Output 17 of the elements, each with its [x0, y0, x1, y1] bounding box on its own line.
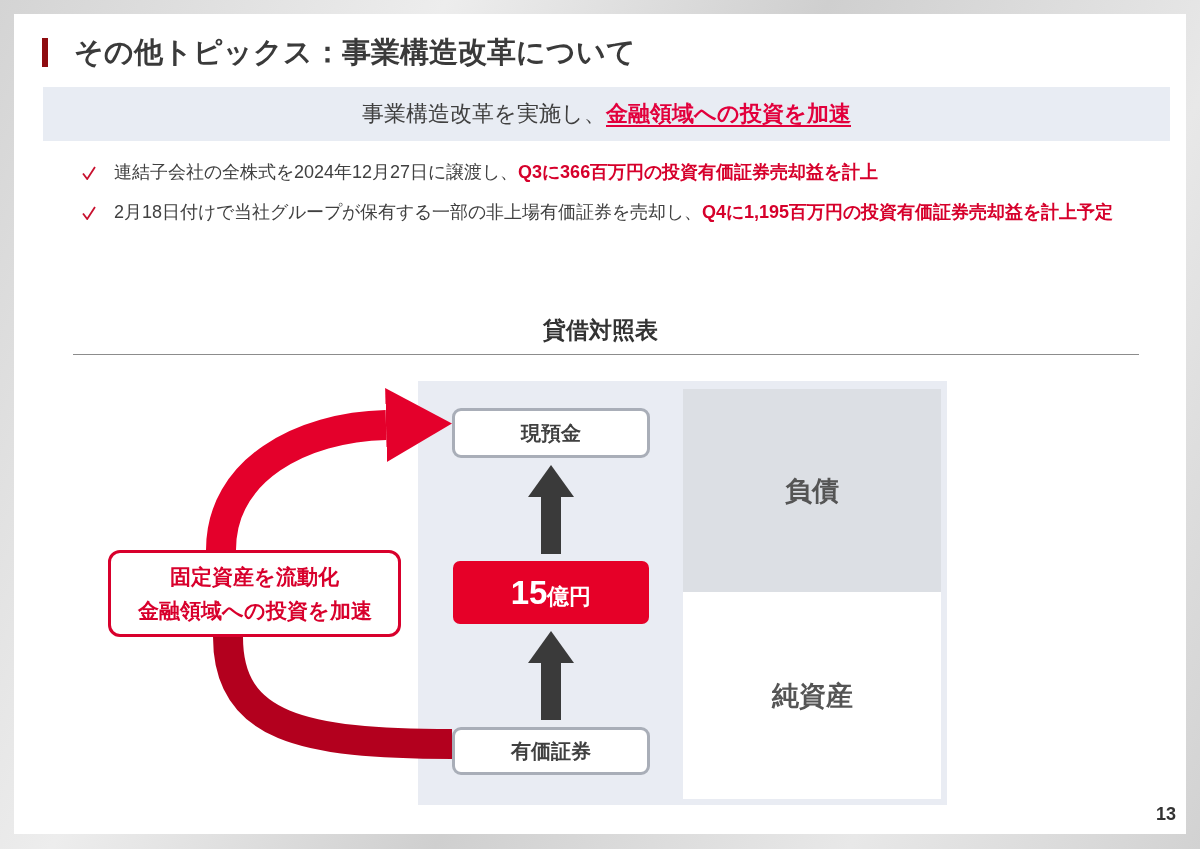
equity-block: 純資産 [683, 592, 941, 799]
arrow [528, 465, 574, 554]
page-number: 13 [1155, 803, 1176, 825]
callout-text: 金融領域への投資を加速 [137, 597, 372, 624]
bullet-text: 連結子会社の全株式を2024年12月27日に譲渡し、Q3に366百万円の投資有価証券売却益を計上 [114, 161, 879, 184]
account-box: 現預金 [452, 408, 650, 458]
balance-sheet-panel [418, 381, 947, 805]
title: その他トピックス：事業構造改革について [74, 35, 636, 70]
bullet-text: 2月18日付けで当社グループが保有する一部の非上場有価証券を売却し、Q4に1,195百万円の投資有価証券売却益を計上予定 [114, 201, 1114, 224]
arrow [528, 631, 574, 720]
banner: 事業構造改革を実施し、金融領域への投資を加速 [43, 87, 1170, 141]
callout-text: 固定資産を流動化 [170, 563, 339, 590]
section-heading: 貸借対照表 [542, 316, 658, 345]
account-box: 有価証券 [452, 727, 650, 775]
callout-box [108, 550, 401, 637]
amount-box: 15億円 [453, 561, 649, 624]
liability-block: 負債 [683, 389, 941, 592]
